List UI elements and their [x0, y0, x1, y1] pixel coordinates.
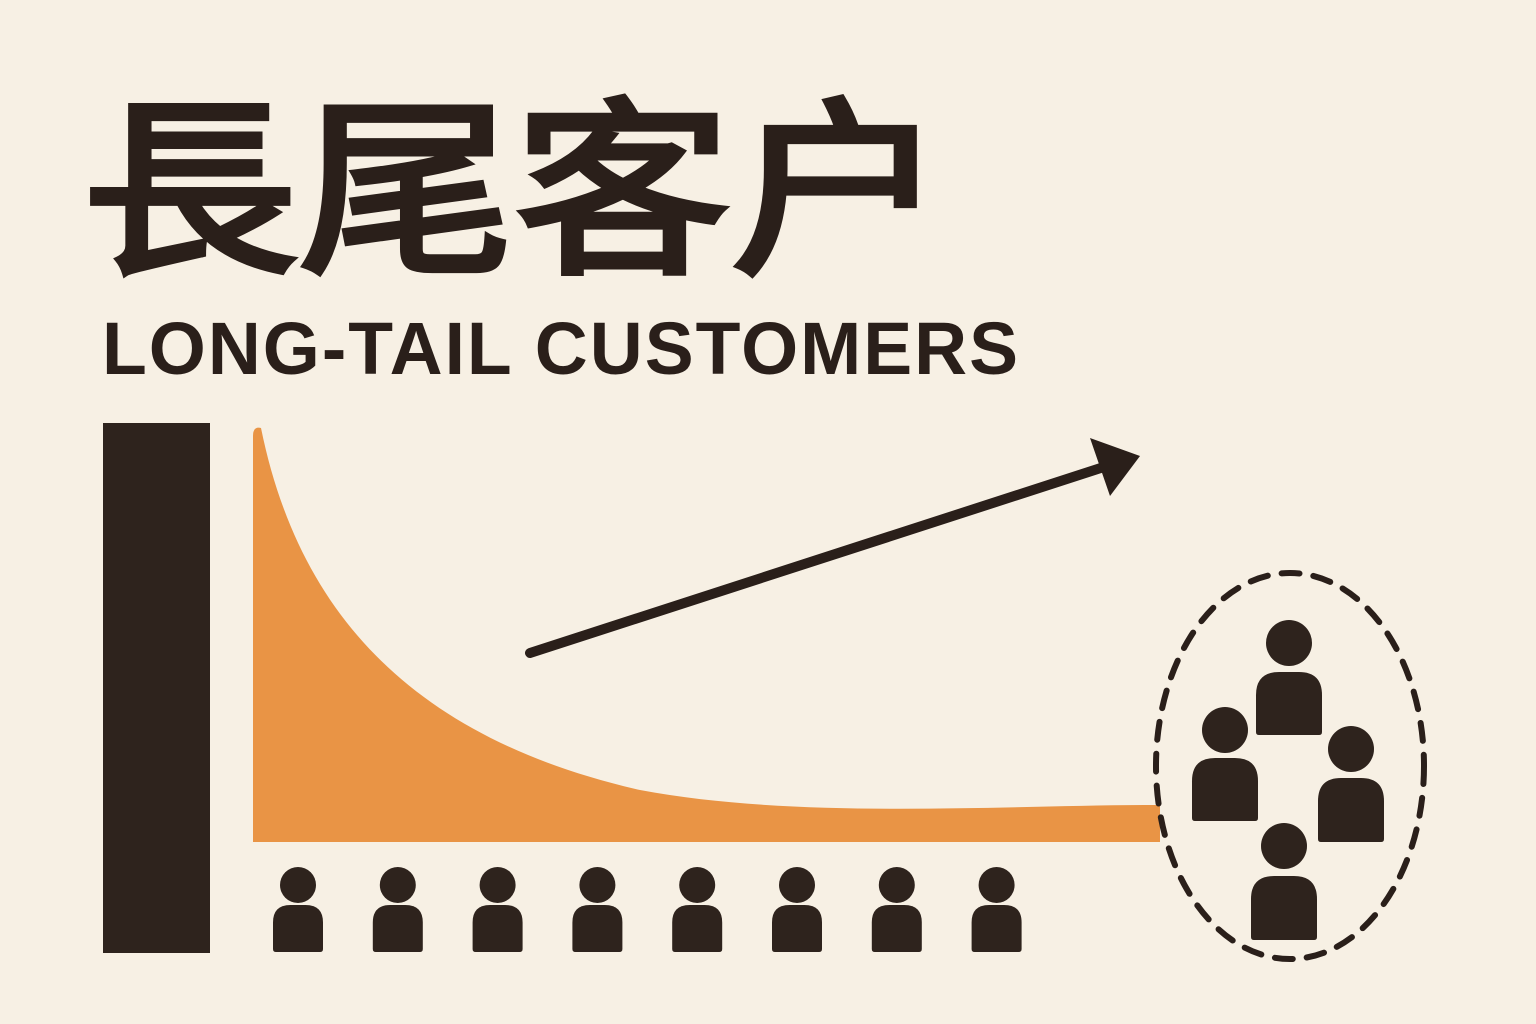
- english-title: LONG-TAIL CUSTOMERS: [102, 307, 1020, 390]
- person-icon: [971, 867, 1022, 952]
- person-icon: [1192, 707, 1258, 821]
- person-icon: [1256, 620, 1322, 735]
- tail-group-outline: [1153, 570, 1427, 962]
- tail-customer-group: [1192, 620, 1384, 940]
- person-icon: [871, 867, 922, 952]
- person-icon: [472, 867, 523, 952]
- person-icon: [672, 867, 723, 952]
- long-tail-curve: [253, 427, 1160, 842]
- chinese-title: 長尾客户: [82, 82, 947, 303]
- person-icon: [372, 867, 423, 952]
- person-icon: [572, 867, 623, 952]
- person-icon: [273, 867, 323, 952]
- arrow-up-right-icon: [525, 438, 1140, 658]
- person-icon: [772, 867, 822, 952]
- customer-row: [273, 867, 1022, 952]
- head-bar: [103, 423, 210, 953]
- person-icon: [1318, 726, 1384, 842]
- person-icon: [1251, 823, 1317, 940]
